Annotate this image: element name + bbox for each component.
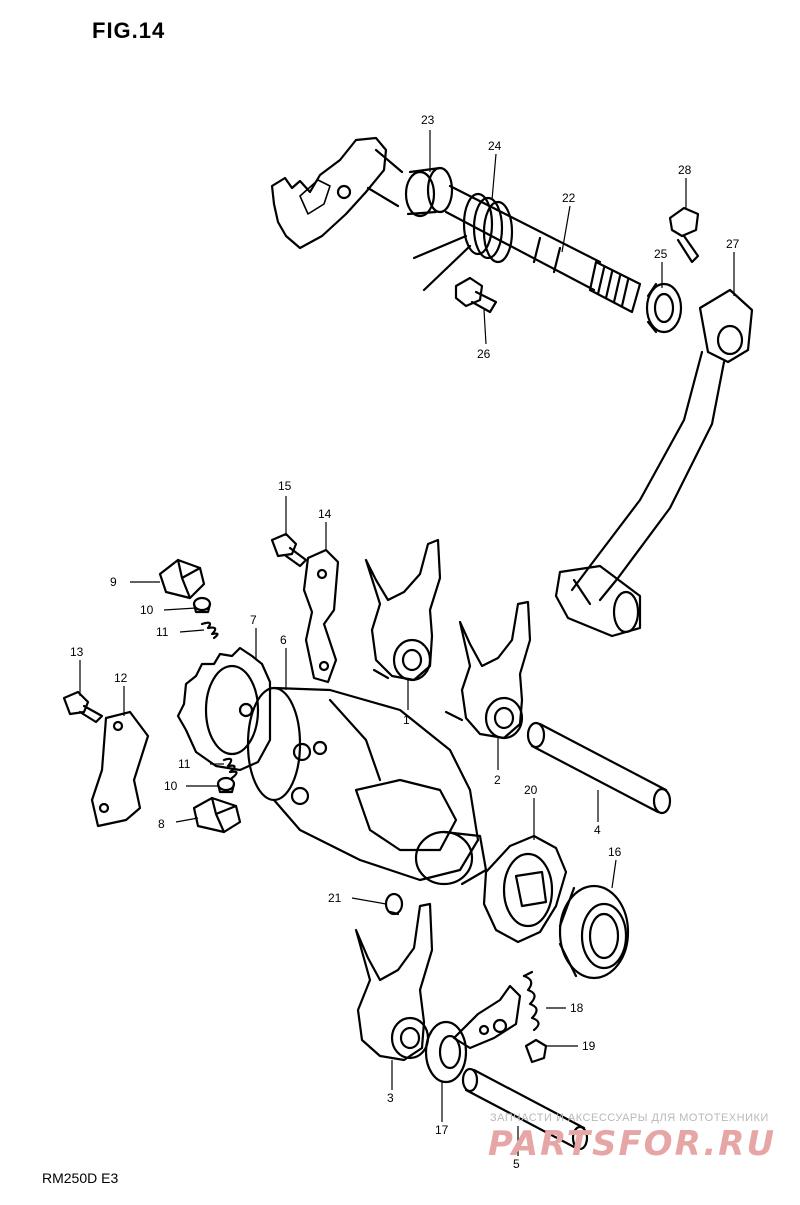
- part-cam-stopper-plate: [452, 984, 522, 1050]
- callout-10a: 10: [140, 603, 154, 617]
- callout-labels: 23 24 22 28 25 27 26 15 14 9 10 11 7 13 …: [70, 113, 740, 1171]
- callout-24: 24: [488, 139, 502, 153]
- callout-21: 21: [328, 891, 342, 905]
- part-27-gear-shift-lever: [554, 288, 754, 638]
- part-6-shift-cam: [246, 686, 488, 886]
- part-26-stopper-bolt: [454, 276, 498, 314]
- part-23-collar: [404, 166, 454, 218]
- callout-23: 23: [421, 113, 435, 127]
- part-21-pin: [384, 892, 404, 916]
- part-13-screw: [62, 690, 104, 724]
- callout-8: 8: [158, 817, 165, 831]
- part-19-bolt: [524, 1038, 548, 1064]
- callout-19: 19: [582, 1039, 596, 1053]
- part-28-bolt: [668, 206, 700, 264]
- part-3-shift-fork: [354, 902, 434, 1062]
- callout-2: 2: [494, 773, 501, 787]
- part-15-screw: [270, 532, 308, 568]
- callout-27: 27: [726, 237, 740, 251]
- callout-25: 25: [654, 247, 668, 261]
- callout-14: 14: [318, 507, 332, 521]
- callout-10b: 10: [164, 779, 178, 793]
- callout-26: 26: [477, 347, 491, 361]
- callout-12: 12: [114, 671, 128, 685]
- part-17-washer: [424, 1020, 468, 1084]
- watermark-logo: PARTSFOR.RU: [488, 1124, 777, 1164]
- part-1-shift-fork: [364, 538, 442, 682]
- callout-13: 13: [70, 645, 84, 659]
- callout-3: 3: [387, 1091, 394, 1105]
- callout-6: 6: [280, 633, 287, 647]
- part-11-spring-upper: [200, 621, 219, 640]
- model-code: RM250D E3: [42, 1170, 119, 1186]
- callout-17: 17: [435, 1123, 449, 1137]
- callout-1: 1: [403, 713, 410, 727]
- part-10-pin-lower: [216, 776, 236, 794]
- part-22-shift-shaft: [444, 184, 642, 314]
- part-5-fork-shaft: [461, 1067, 589, 1151]
- part-8-stopper: [192, 796, 242, 834]
- part-25-oil-seal: [645, 282, 683, 334]
- figure-title: FIG.14: [92, 18, 166, 43]
- part-23-shift-shaft-arm: [270, 136, 404, 250]
- callout-11a: 11: [156, 625, 169, 639]
- callout-7: 7: [250, 613, 257, 627]
- callout-28: 28: [678, 163, 692, 177]
- part-4-fork-shaft: [526, 721, 672, 815]
- callout-22: 22: [562, 191, 576, 205]
- callout-4: 4: [594, 823, 601, 837]
- part-16-bearing: [558, 884, 630, 980]
- part-24-return-spring: [412, 192, 514, 292]
- part-10-pin-upper: [192, 596, 212, 614]
- part-14-stopper-plate: [302, 548, 340, 684]
- part-11-spring-lower: [222, 757, 238, 780]
- callout-9: 9: [110, 575, 117, 589]
- callout-15: 15: [278, 479, 292, 493]
- callout-5: 5: [513, 1157, 520, 1171]
- part-7-cam-gear: [176, 646, 272, 772]
- callout-16: 16: [608, 845, 622, 859]
- part-12-plate: [90, 710, 150, 828]
- part-18-spring: [522, 970, 540, 1032]
- callout-20: 20: [524, 783, 538, 797]
- part-2-shift-fork: [444, 600, 532, 740]
- callout-18: 18: [570, 1001, 584, 1015]
- callout-11b: 11: [178, 757, 191, 771]
- part-20-cam-stopper: [482, 834, 568, 944]
- part-9-stopper: [158, 558, 206, 600]
- watermark-caption: ЗАПЧАСТИ И АКСЕССУАРЫ ДЛЯ МОТОТЕХНИКИ: [490, 1112, 769, 1124]
- leader-lines: [79, 130, 735, 1156]
